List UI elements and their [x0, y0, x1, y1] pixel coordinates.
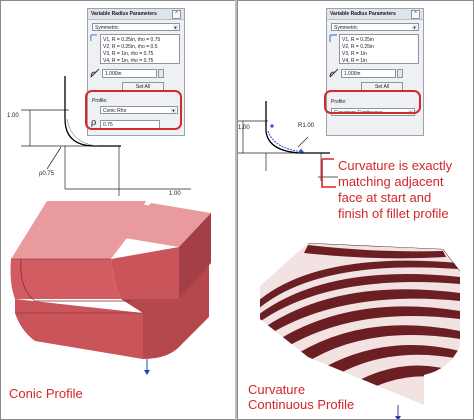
radius-spinner[interactable] — [397, 69, 403, 78]
vertex-list-item[interactable]: V2, R = 0.25in, rho = 0.5 — [103, 44, 158, 50]
annotation-line: finish of fillet profile — [338, 206, 449, 221]
radius-dimension-label: R1.00 — [298, 123, 315, 129]
conic-profile-sketch — [21, 76, 191, 196]
radius-input-value: 1.000in — [105, 71, 122, 77]
mode-select-value: Symmetric — [95, 25, 119, 31]
part-top-face-right — [119, 203, 211, 247]
mode-select[interactable]: Symmetric ▼ — [92, 23, 180, 31]
vertex-point — [270, 124, 274, 128]
profile-highlight — [324, 90, 421, 114]
variable-radius-dialog: Variable Radius Parameters ^ Symmetric ▼… — [326, 8, 424, 136]
part-end-face — [179, 213, 211, 299]
radius-input-value: 1.000in — [344, 71, 361, 77]
radius-input[interactable]: 1.000in — [341, 69, 396, 78]
curvature-continuous-panel: 1.00 R1.00 Variable Radius Parameters ^ … — [237, 0, 474, 420]
part-side-face — [121, 263, 209, 359]
profile-inner-curve — [66, 118, 98, 147]
vertex-list-item[interactable]: V4, R = 1in — [342, 58, 367, 64]
profile-label: Profile: — [92, 98, 108, 104]
radius-icon — [90, 68, 100, 78]
part-fillet-band — [10, 259, 121, 299]
curvature-comb — [267, 130, 305, 153]
conic-profile-panel: 1.00 1.00 ρ0.75 Variable Radius Paramete… — [0, 0, 236, 420]
annotation-bracket — [321, 158, 336, 188]
annotation-line: face at start and — [338, 190, 432, 205]
dialog-title: Variable Radius Parameters — [91, 11, 157, 17]
vertex-list[interactable]: V1, R = 0.25in V2, R = 0.25in V3, R = 1i… — [339, 34, 419, 64]
dropdown-arrow-icon: ▼ — [171, 108, 176, 113]
axis-triad-icon — [395, 416, 401, 419]
annotation-line: Curvature is exactly — [338, 158, 453, 173]
dropdown-arrow-icon: ▼ — [412, 25, 417, 30]
horizontal-dimension-label: 1.00 — [169, 191, 181, 197]
radius-spinner[interactable] — [158, 69, 164, 78]
vertex-list-item[interactable]: V4, R = 1in, rho = 0.75 — [103, 58, 154, 64]
profile-select[interactable]: Conic Rho ▼ — [100, 106, 178, 114]
curvature-profile-curve — [265, 101, 330, 154]
rho-dimension-label: ρ0.75 — [39, 171, 55, 177]
curvature-caption-line: Curvature — [248, 382, 306, 397]
vertical-dimension-label: 1.00 — [7, 113, 19, 119]
collapse-icon[interactable]: ^ — [172, 10, 181, 19]
profile-highlight — [85, 90, 182, 130]
part-front-face — [15, 299, 143, 359]
curvature-caption-line: Continuous Profile — [248, 397, 355, 412]
radius-icon — [329, 68, 339, 78]
rho-input-value: 0.75 — [103, 122, 113, 128]
dialog-title-bar: Variable Radius Parameters ^ — [88, 9, 184, 20]
vertex-icon — [90, 34, 98, 42]
dropdown-arrow-icon: ▼ — [173, 25, 178, 30]
vertex-list-item[interactable]: V3, R = 1in — [342, 51, 367, 57]
conic-profile-caption: Conic Profile — [9, 386, 83, 401]
part-top-face-left — [11, 201, 146, 259]
rho-leader — [46, 146, 62, 170]
collapse-icon[interactable]: ^ — [411, 10, 420, 19]
vertex-point — [299, 149, 303, 153]
conic-part-model — [10, 201, 211, 375]
radius-input[interactable]: 1.000in — [102, 69, 157, 78]
vertex-list[interactable]: V1, R = 0.25in, rho = 0.75 V2, R = 0.25i… — [100, 34, 180, 64]
vertex-list-item[interactable]: V1, R = 0.25in, rho = 0.75 — [103, 37, 161, 43]
radius-leader — [297, 136, 309, 148]
zebra-stripe-part-model — [260, 243, 460, 419]
axis-triad-icon — [144, 370, 150, 375]
vertex-list-item[interactable]: V2, R = 0.25in — [342, 44, 374, 50]
dialog-title-bar: Variable Radius Parameters ^ — [327, 9, 423, 20]
vertex-list-item[interactable]: V1, R = 0.25in — [342, 37, 374, 43]
curvature-profile-sketch — [238, 101, 338, 181]
vertical-dimension-label: 1.00 — [238, 125, 250, 131]
profile-select-value: Conic Rho — [103, 108, 127, 114]
conic-profile-curve — [64, 76, 121, 147]
rho-icon: ρ — [91, 118, 97, 128]
profile-label: Profile: — [331, 99, 347, 105]
dialog-title: Variable Radius Parameters — [330, 11, 396, 17]
annotation-line: matching adjacent — [338, 174, 444, 189]
mode-select-value: Symmetric — [334, 25, 358, 31]
vertex-icon — [329, 34, 337, 42]
vertex-list-item[interactable]: V3, R = 1in, rho = 0.75 — [103, 51, 154, 57]
mode-select[interactable]: Symmetric ▼ — [331, 23, 419, 31]
panel-divider — [235, 0, 238, 420]
